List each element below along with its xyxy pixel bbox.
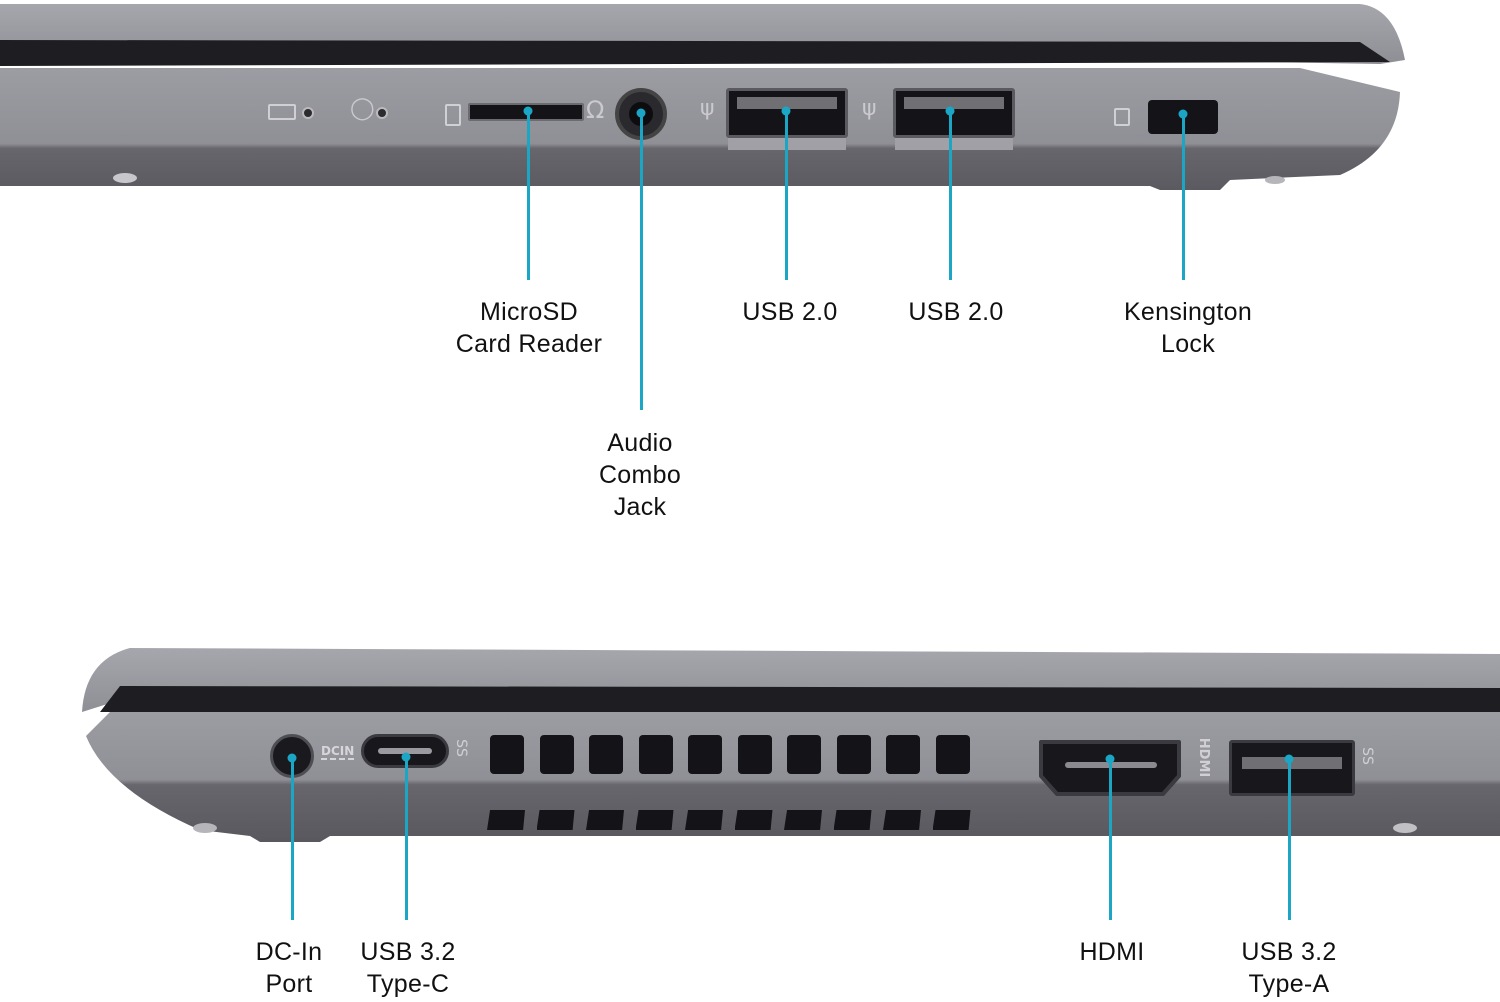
- hdmi-printed-label: HDMI: [1196, 737, 1212, 778]
- vent-slot-lower: [833, 810, 872, 830]
- superspeed-usb-icon: SS: [452, 739, 469, 757]
- label-dc-in-port: DC-In Port: [255, 938, 323, 998]
- label-usb-3-2-type-a: USB 3.2 Type-A: [1241, 938, 1337, 998]
- leader-dot-hdmi: [1105, 754, 1115, 764]
- superspeed-usb-icon: SS: [1358, 747, 1375, 765]
- usb-2-port-2-lip: [895, 138, 1013, 150]
- vent-slot-lower: [734, 810, 773, 830]
- vent-slot-lower: [685, 810, 723, 830]
- leader-line-usba: [1288, 758, 1291, 920]
- label-usb-3-2-type-c: USB 3.2 Type-C: [360, 938, 456, 998]
- usb-a-3-port[interactable]: [1229, 740, 1355, 796]
- vent-slot: [589, 735, 623, 774]
- dcin-printed-label: DCIN: [321, 744, 355, 760]
- vent-slot: [836, 735, 871, 774]
- power-led: [376, 107, 388, 119]
- base-chassis: [0, 68, 1400, 190]
- leader-line-usbc: [405, 756, 408, 920]
- label-usb2-1: USB 2.0: [742, 298, 838, 326]
- leader-line-dcin: [291, 757, 294, 920]
- foot: [1265, 176, 1285, 184]
- leader-line-microsd: [527, 110, 530, 280]
- leader-dot-usb2-2: [945, 106, 955, 116]
- vent-slot-lower: [883, 810, 921, 830]
- leader-dot-usb2-1: [781, 106, 791, 116]
- leader-line-usb2-1: [785, 110, 788, 280]
- foot: [1393, 823, 1417, 833]
- label-kensington-lock: Kensington Lock: [1123, 298, 1253, 358]
- foot: [193, 823, 217, 833]
- vent-slot-lower: [487, 810, 525, 830]
- foot: [113, 173, 137, 183]
- leader-line-hdmi: [1109, 758, 1112, 920]
- usb-icon: ψ: [862, 96, 877, 121]
- battery-led-indicator: [268, 104, 296, 120]
- leader-dot-dcin: [287, 753, 297, 763]
- leader-dot-usbc: [401, 752, 411, 762]
- microsd-card-icon: [445, 104, 461, 126]
- laptop-right-side-view: [0, 4, 1405, 190]
- leader-dot-microsd: [523, 106, 533, 116]
- lock-icon: [1114, 108, 1130, 126]
- screen-bezel-gap: [0, 40, 1390, 66]
- battery-led: [302, 107, 314, 119]
- label-audio-combo-jack: Audio Combo Jack: [598, 429, 682, 521]
- leader-dot-audio: [636, 108, 646, 118]
- label-hdmi: HDMI: [1079, 938, 1145, 966]
- screen-bezel-gap: [100, 686, 1500, 712]
- vent-slot-lower: [586, 810, 624, 830]
- vent-slot: [737, 735, 772, 774]
- vent-slot: [935, 735, 970, 774]
- vent-slot: [688, 735, 722, 774]
- headset-icon: Ω: [586, 96, 605, 124]
- vent-slot: [886, 735, 920, 774]
- leader-line-usb2-2: [949, 110, 952, 280]
- vent-slot-lower: [635, 810, 674, 830]
- label-usb2-2: USB 2.0: [908, 298, 1004, 326]
- usb-icon: ψ: [700, 96, 715, 121]
- label-microsd: MicroSD Card Reader: [455, 298, 603, 358]
- vent-slot: [490, 735, 524, 774]
- vent-slot-lower: [932, 810, 971, 830]
- vent-slot: [638, 735, 673, 774]
- vent-slot-lower: [784, 810, 822, 830]
- vent-slot: [539, 735, 574, 774]
- vent-slot: [787, 735, 821, 774]
- leader-line-kensington: [1182, 113, 1185, 280]
- leader-dot-usba: [1284, 754, 1294, 764]
- vent-slot-lower: [536, 810, 575, 830]
- leader-line-audio: [640, 112, 643, 410]
- leader-dot-kensington: [1178, 109, 1188, 119]
- power-led-icon: ◯: [350, 96, 375, 121]
